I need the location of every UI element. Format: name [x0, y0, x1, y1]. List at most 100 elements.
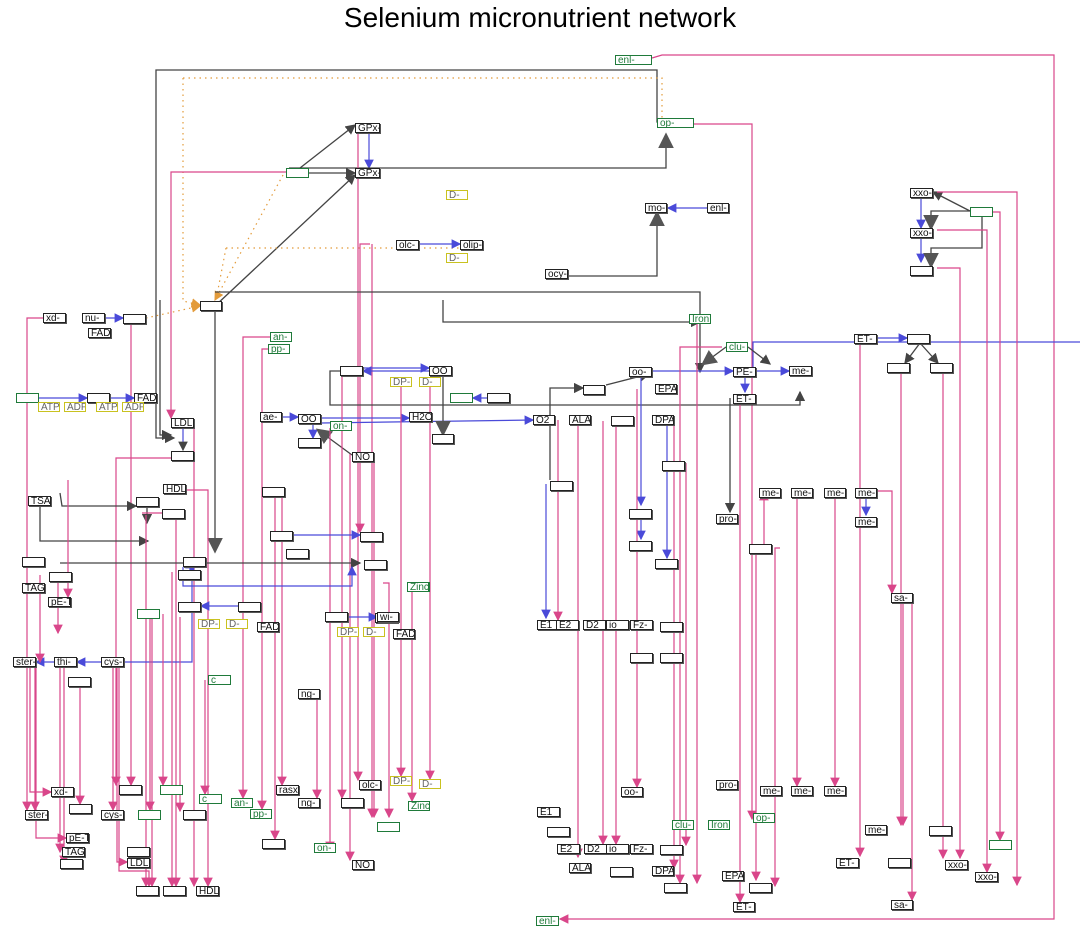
gene-product-node[interactable]: ET-	[733, 394, 756, 404]
interaction-regulation[interactable]	[700, 346, 727, 366]
gene-product-node[interactable]: FAD	[393, 629, 415, 639]
gene-product-node[interactable]	[907, 334, 930, 344]
gene-product-node[interactable]: me-	[760, 786, 782, 796]
metabolite-node[interactable]	[138, 810, 161, 820]
gene-product-node[interactable]: TAG	[62, 847, 85, 857]
interaction-catalysis[interactable]	[182, 78, 202, 308]
interaction-conversion[interactable]	[937, 267, 965, 860]
interaction-regulation[interactable]	[315, 428, 353, 456]
gene-product-node[interactable]: me-	[855, 488, 877, 498]
interaction-regulation[interactable]	[159, 300, 173, 441]
interaction-regulation[interactable]	[931, 191, 971, 212]
gene-product-node[interactable]: mo-	[645, 203, 667, 213]
gene-product-node[interactable]	[136, 886, 159, 896]
gene-product-node[interactable]: olc-	[396, 240, 419, 250]
gene-product-node[interactable]	[68, 677, 91, 687]
gene-product-node[interactable]	[123, 314, 146, 324]
gene-product-node[interactable]	[660, 845, 683, 855]
gene-product-node[interactable]: ster-	[13, 657, 36, 667]
cofactor-node[interactable]: DP-	[337, 627, 359, 637]
gene-product-node[interactable]: rasx-	[276, 785, 299, 795]
gene-product-node[interactable]	[629, 509, 652, 519]
gene-product-node[interactable]: O2	[533, 415, 555, 425]
gene-product-node[interactable]	[547, 827, 570, 837]
interaction-regulation[interactable]	[556, 210, 665, 277]
gene-product-node[interactable]: xd-	[43, 313, 66, 323]
gene-product-node[interactable]: me-	[855, 517, 877, 527]
gene-product-node[interactable]: olip-	[460, 240, 483, 250]
interaction-conversion[interactable]	[383, 582, 394, 819]
gene-product-node[interactable]: D2	[583, 620, 606, 630]
metabolite-node[interactable]: Zinc	[408, 801, 430, 811]
interaction-conversion[interactable]	[770, 547, 780, 888]
gene-product-node[interactable]: me-	[824, 786, 846, 796]
gene-product-node[interactable]	[262, 839, 285, 849]
gene-product-node[interactable]: olc-	[359, 780, 381, 790]
gene-product-node[interactable]: nu-	[82, 313, 105, 323]
gene-product-node[interactable]: NO	[352, 860, 374, 870]
gene-product-node[interactable]: E2	[557, 844, 580, 854]
cofactor-node[interactable]: D-	[226, 619, 248, 629]
gene-product-node[interactable]	[178, 570, 201, 580]
interaction-catalysis[interactable]	[145, 303, 202, 319]
interaction-regulation[interactable]	[919, 342, 939, 364]
metabolite-node[interactable]	[377, 822, 400, 832]
gene-product-node[interactable]	[162, 509, 185, 519]
gene-product-node[interactable]	[298, 438, 321, 448]
interaction-regulation[interactable]	[289, 132, 674, 169]
gene-product-node[interactable]	[286, 549, 309, 559]
gene-product-node[interactable]: me-	[791, 786, 813, 796]
gene-product-node[interactable]: HDL	[196, 886, 219, 896]
interaction-conversion[interactable]	[142, 512, 181, 888]
gene-product-node[interactable]	[127, 847, 150, 857]
metabolite-node[interactable]: on-	[314, 843, 336, 853]
gene-product-node[interactable]: oo-	[629, 367, 652, 377]
gene-product-node[interactable]	[664, 883, 687, 893]
gene-product-node[interactable]: DPA	[652, 866, 674, 876]
interaction-regulation[interactable]	[299, 124, 357, 169]
gene-product-node[interactable]	[610, 867, 633, 877]
gene-product-node[interactable]	[629, 541, 652, 551]
interaction-catalysis[interactable]	[214, 174, 284, 302]
gene-product-node[interactable]: xxo-	[910, 188, 933, 198]
interaction-conversion[interactable]	[116, 662, 129, 867]
gene-product-node[interactable]: oo-	[621, 787, 643, 797]
interaction-regulation[interactable]	[904, 342, 921, 365]
interaction-regulation[interactable]	[442, 300, 702, 328]
metabolite-node[interactable]: c	[208, 675, 231, 685]
gene-product-node[interactable]	[200, 301, 222, 311]
gene-product-node[interactable]	[325, 612, 348, 622]
gene-product-node[interactable]	[360, 532, 383, 542]
interaction-conversion[interactable]	[257, 348, 268, 811]
gene-product-node[interactable]: me-	[824, 488, 846, 498]
interaction-regulation[interactable]	[329, 370, 806, 406]
interaction-regulation[interactable]	[214, 174, 356, 307]
gene-product-node[interactable]	[171, 451, 194, 461]
gene-product-node[interactable]: D2	[584, 844, 607, 854]
metabolite-node[interactable]: enl-	[536, 916, 559, 926]
gene-product-node[interactable]: io	[606, 620, 629, 630]
metabolite-node[interactable]: an-	[270, 332, 292, 342]
interaction-regulation[interactable]	[215, 291, 706, 374]
metabolite-node[interactable]	[137, 609, 160, 619]
interaction-conversion[interactable]	[558, 54, 1055, 924]
interaction-regulation[interactable]	[59, 492, 138, 512]
gene-product-node[interactable]	[910, 266, 933, 276]
gene-product-node[interactable]: DPA	[652, 415, 674, 425]
gene-product-node[interactable]	[749, 883, 772, 893]
gene-product-node[interactable]	[930, 363, 953, 373]
gene-product-node[interactable]: pE-T	[66, 833, 89, 843]
gene-product-node[interactable]	[270, 531, 293, 541]
metabolite-node[interactable]: on-	[330, 421, 352, 431]
gene-product-node[interactable]	[178, 602, 201, 612]
gene-product-node[interactable]: sa-	[891, 593, 913, 603]
gene-product-node[interactable]: E2	[556, 620, 579, 630]
gene-product-node[interactable]: EPA	[722, 871, 744, 881]
gene-product-node[interactable]: TSA-	[28, 496, 51, 506]
gene-product-node[interactable]	[888, 858, 911, 868]
cofactor-node[interactable]: D-	[363, 627, 385, 637]
gene-product-node[interactable]: ET-	[836, 858, 859, 868]
gene-product-node[interactable]	[262, 487, 285, 497]
gene-product-node[interactable]: FAD	[88, 328, 111, 338]
interaction-conversion[interactable]	[355, 243, 370, 534]
